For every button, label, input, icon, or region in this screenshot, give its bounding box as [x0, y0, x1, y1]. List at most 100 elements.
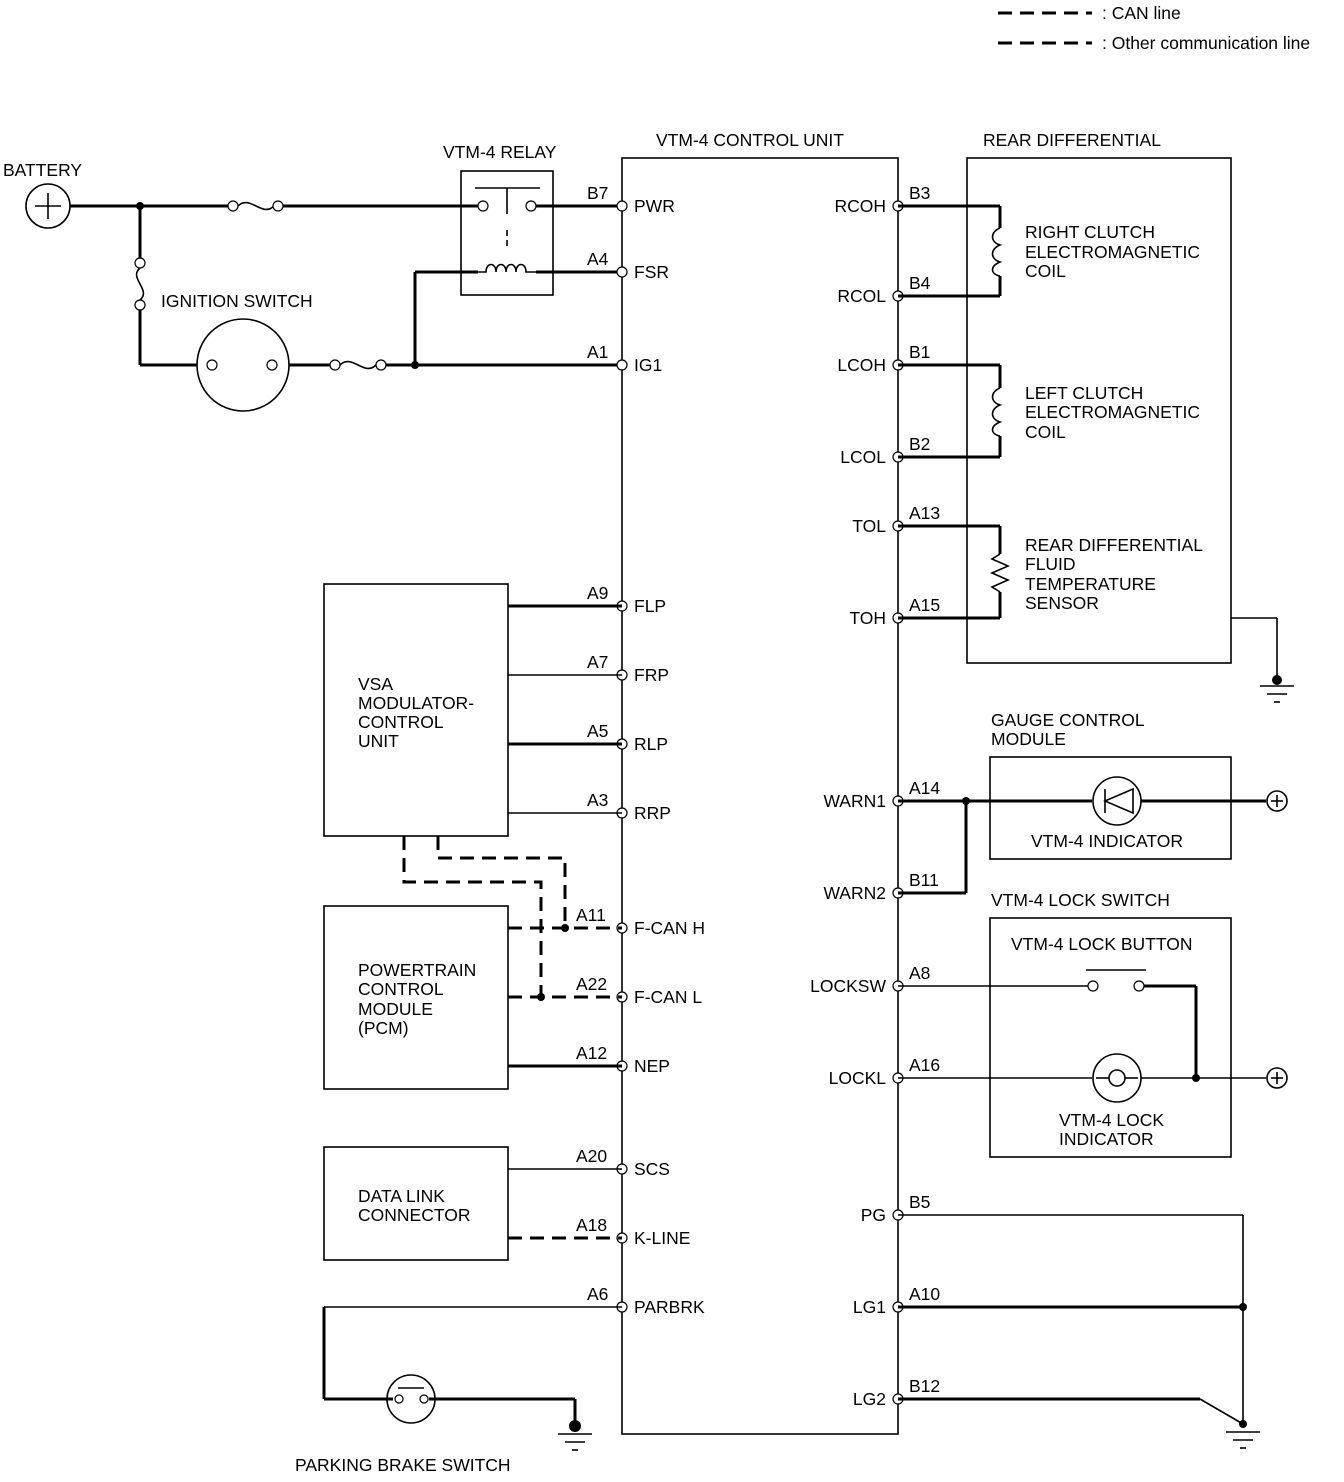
gauge-line-1: GAUGE CONTROL	[991, 710, 1145, 730]
fluid-sensor-line-2: FLUID	[1025, 554, 1076, 574]
signal-name: TOH	[849, 608, 886, 628]
left-coil-line-2: ELECTROMAGNETIC	[1025, 402, 1200, 422]
control-unit-grounds	[898, 1214, 1260, 1449]
signal-name: FRP	[634, 665, 669, 685]
pin-number: A11	[576, 905, 606, 925]
ignition-switch-label: IGNITION SWITCH	[161, 291, 313, 311]
lock-switch-label: VTM-4 LOCK SWITCH	[991, 890, 1170, 910]
legend: : CAN line : Other communication line	[998, 3, 1310, 53]
vsa-line-1: VSA	[358, 674, 393, 694]
right-coil-line-3: COIL	[1025, 261, 1066, 281]
pin-number: A16	[909, 1055, 940, 1075]
pin-number: A13	[909, 503, 940, 523]
gauge-box	[989, 756, 1232, 860]
signal-name: LOCKSW	[810, 976, 886, 996]
signal-name: K-LINE	[634, 1228, 690, 1248]
fluid-sensor-resistor-icon	[990, 553, 1010, 593]
signal-name: F-CAN L	[634, 987, 702, 1007]
left-coil-icon	[991, 387, 1003, 437]
signal-name: IG1	[634, 355, 662, 375]
pin-number: B7	[587, 183, 608, 203]
vtm4-indicator-label: VTM-4 INDICATOR	[1031, 831, 1183, 851]
right-coil-icon	[991, 227, 1003, 277]
terminal-pin	[616, 359, 628, 371]
relay-coil	[478, 263, 536, 273]
fuse-2	[134, 257, 146, 269]
signal-name: PARBRK	[634, 1297, 705, 1317]
vtm4-relay: VTM-4 RELAY	[443, 142, 622, 296]
other-line-label: : Other communication line	[1102, 33, 1310, 53]
terminal-pin	[616, 266, 628, 278]
relay-label: VTM-4 RELAY	[443, 142, 557, 162]
signal-name: RCOH	[834, 196, 886, 216]
signal-name: FLP	[634, 596, 666, 616]
positive-terminal-icon	[1266, 790, 1288, 812]
left-coil-line-3: COIL	[1025, 422, 1066, 442]
signal-name: PWR	[634, 196, 675, 216]
pcm-line-4: (PCM)	[358, 1018, 409, 1038]
battery-label: BATTERY	[3, 160, 82, 180]
vsa-line-2: MODULATOR-	[358, 693, 474, 713]
pin-number: B4	[909, 273, 931, 293]
fuse-3	[329, 359, 341, 371]
signal-name: WARN1	[823, 791, 886, 811]
vsa-can-lines	[402, 836, 569, 1001]
pin-number: B2	[909, 434, 930, 454]
left-terminals: B7PWRA4FSRA1IG1A9FLPA7FRPA5RLPA3RRPA11F-…	[576, 183, 705, 1317]
rear-diff-box	[966, 157, 1232, 664]
positive-terminal-icon	[1266, 1067, 1288, 1089]
battery: BATTERY	[3, 160, 82, 229]
parking-brake-switch: PARKING BRAKE SWITCH	[295, 1306, 622, 1475]
vsa-box	[323, 583, 509, 837]
vtm4-lock-switch: VTM-4 LOCK SWITCH VTM-4 LOCK BUTTON VTM-…	[898, 890, 1288, 1158]
pin-number: A12	[576, 1043, 607, 1063]
ground-icon	[1260, 685, 1294, 703]
signal-name: LOCKL	[829, 1068, 887, 1088]
signal-name: RRP	[634, 803, 671, 823]
signal-name: PG	[861, 1205, 886, 1225]
pin-number: A22	[576, 974, 607, 994]
signal-name: NEP	[634, 1056, 670, 1076]
pin-number: A1	[587, 342, 608, 362]
gauge-control-module: GAUGE CONTROL MODULE VTM-4 INDICATOR	[898, 710, 1288, 895]
signal-name: TOL	[852, 516, 886, 536]
battery-feed-wire	[70, 200, 478, 367]
pcm-line-2: CONTROL	[358, 979, 444, 999]
lock-indicator-line-1: VTM-4 LOCK	[1059, 1110, 1164, 1130]
pin-number: A9	[587, 583, 608, 603]
powertrain-control-module: POWERTRAIN CONTROL MODULE (PCM)	[323, 905, 622, 1090]
pin-number: A3	[587, 790, 608, 810]
signal-name: WARN2	[823, 883, 886, 903]
pin-number: B11	[909, 870, 939, 890]
signal-name: LCOL	[840, 447, 886, 467]
pin-number: B12	[909, 1376, 940, 1396]
left-coil-line-1: LEFT CLUTCH	[1025, 383, 1143, 403]
vsa-line-4: UNIT	[358, 731, 399, 751]
pin-number: A14	[909, 778, 940, 798]
lock-indicator-line-2: INDICATOR	[1059, 1129, 1154, 1149]
pcm-line-3: MODULE	[358, 999, 433, 1019]
relay-box	[460, 170, 554, 296]
signal-name: LG1	[853, 1297, 886, 1317]
right-coil-line-2: ELECTROMAGNETIC	[1025, 242, 1200, 262]
pin-number: A7	[587, 652, 608, 672]
pin-number: A18	[576, 1215, 607, 1235]
